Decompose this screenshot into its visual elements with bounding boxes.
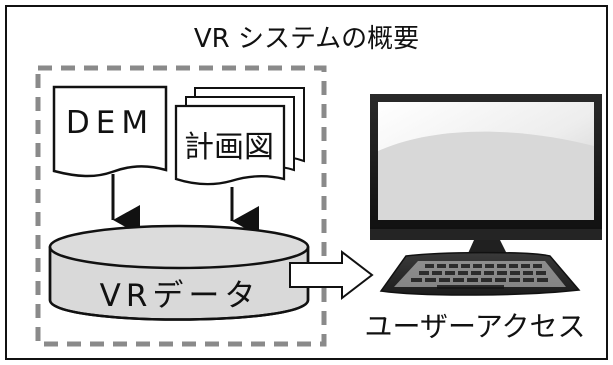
dem-label: DEM <box>66 105 154 141</box>
diagram-title: VR システムの概要 <box>194 24 419 54</box>
user-access-label: ユーザーアクセス <box>365 310 586 343</box>
plans-label: 計画図 <box>184 130 274 165</box>
flow-arrow-icon <box>289 249 374 301</box>
plans-stack-icon: 計画図 <box>174 87 305 186</box>
dem-document-icon: DEM <box>52 85 168 178</box>
computer-icon <box>370 94 602 296</box>
keyboard-keys <box>411 264 548 289</box>
input-group-dashed-box <box>35 65 327 347</box>
vr-data-database-icon: VRデータ <box>48 224 310 321</box>
vr-data-label: VRデータ <box>100 278 261 314</box>
